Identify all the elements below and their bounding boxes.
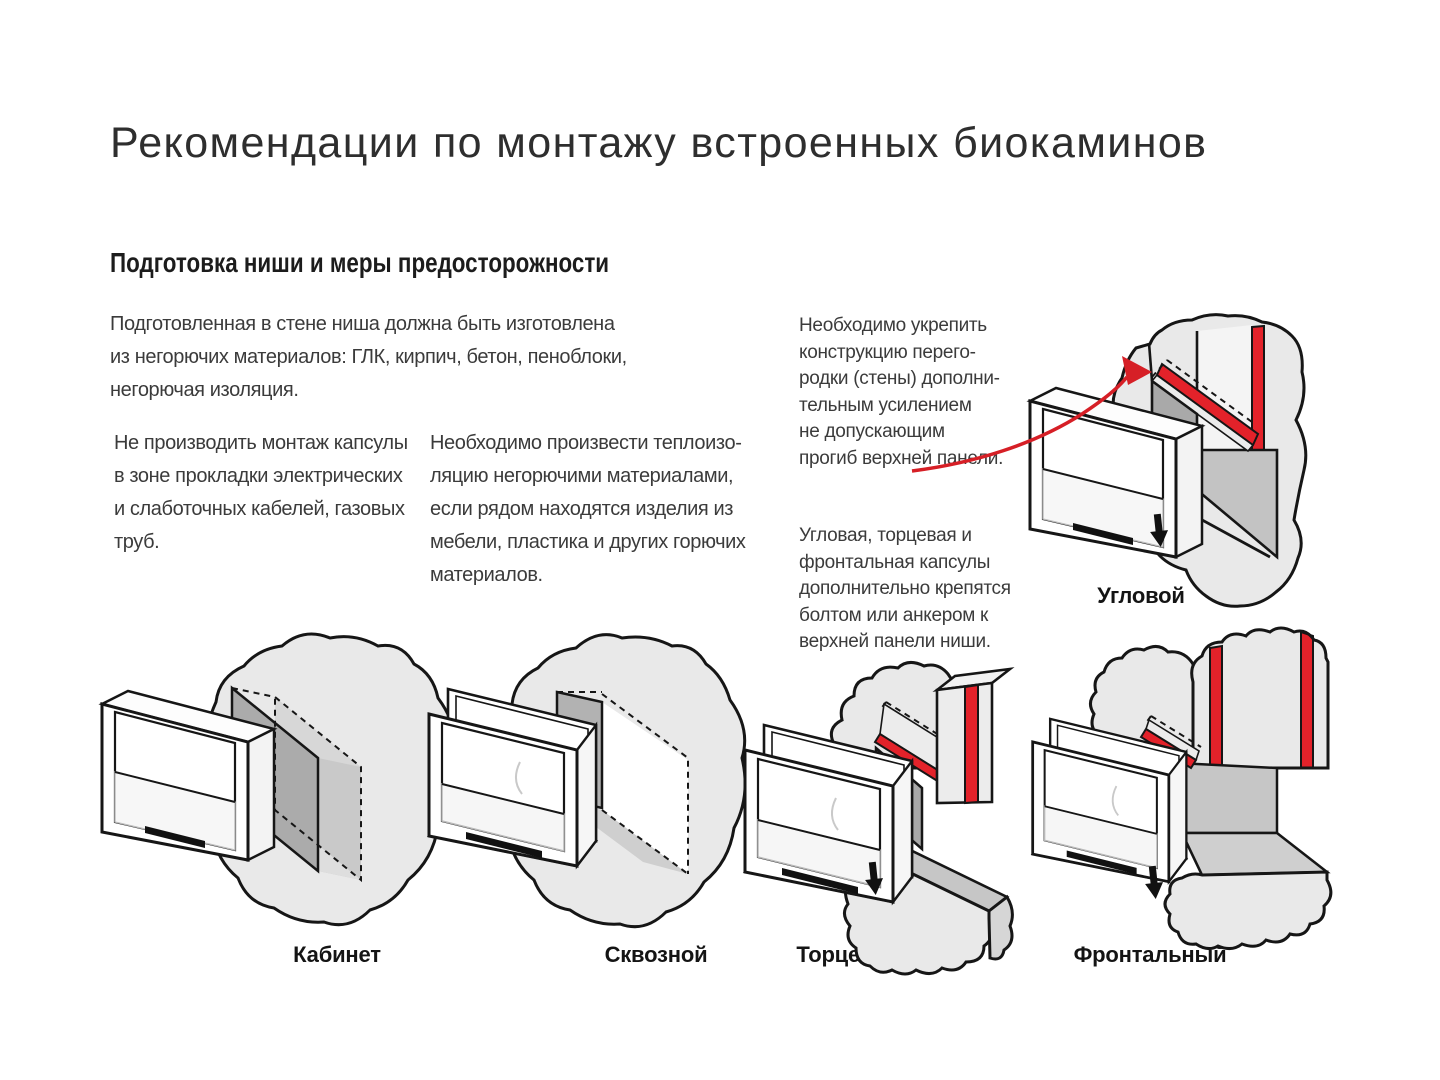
pointer-arrow-head (1122, 356, 1152, 385)
step-front (1163, 870, 1333, 951)
recessed-wall (1175, 761, 1279, 835)
diagram-corner (911, 313, 1308, 608)
step-top (1179, 831, 1331, 877)
paragraph-warning-cables: Не производить монтаж капсулы в зоне про… (114, 432, 408, 553)
section-heading: Подготовка ниши и меры предосторожности (110, 247, 610, 278)
wall-face (1191, 628, 1328, 768)
niche-through-hole (602, 702, 688, 874)
diagram-frontal (1031, 626, 1333, 951)
red-stripe-2 (1300, 630, 1314, 769)
paragraph-reinforce: Необходимо укрепить конструкцию перего- … (799, 315, 1004, 469)
diagram-end (743, 661, 1015, 976)
paragraph-intro: Подготовленная в стене ниша должна быть … (110, 313, 627, 401)
red-stripe-1 (1209, 644, 1223, 769)
red-stripe-vertical (964, 683, 979, 805)
page-title: Рекомендации по монтажу встроенных биока… (110, 119, 1208, 167)
paragraph-anchoring: Угловая, торцевая и фронтальная капсулы … (799, 525, 1011, 652)
diagram-through (427, 633, 747, 929)
pointer-arrow (911, 375, 1129, 473)
label-through: Сквозной (604, 942, 708, 967)
diagram-cabinet (100, 632, 456, 927)
paragraph-insulation: Необходимо произвести теплоизо- ляцию не… (430, 432, 746, 586)
label-corner: Угловой (1097, 583, 1185, 608)
label-cabinet: Кабинет (293, 942, 381, 967)
